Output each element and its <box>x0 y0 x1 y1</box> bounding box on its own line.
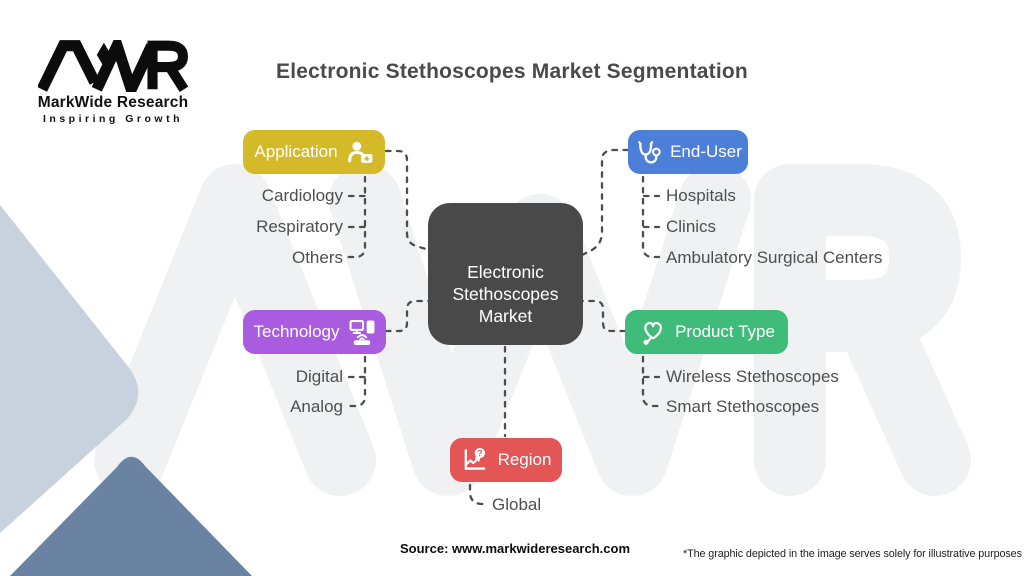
logo-company-name: MarkWide Research <box>37 94 189 111</box>
connector-application-items <box>346 175 367 259</box>
logo-tagline: Inspiring Growth <box>43 113 183 125</box>
segment-pill-technology: Technology <box>243 310 386 354</box>
central-node-line1: Electronic <box>467 262 544 282</box>
item-digital: Digital <box>295 367 343 386</box>
item-smart-stethoscopes: Smart Stethoscopes <box>666 397 820 416</box>
item-ambulatory-surgical-centers: Ambulatory Surgical Centers <box>666 248 883 267</box>
mwr-logo-mark-icon <box>38 40 188 92</box>
segment-pill-producttype: Product Type <box>625 310 788 354</box>
central-node-line3: Market <box>478 306 533 326</box>
segment-pill-region: ? Region <box>450 438 562 482</box>
central-node: Electronic Stethoscopes Market <box>428 203 583 345</box>
item-respiratory: Respiratory <box>256 217 343 236</box>
decorative-light-triangle <box>0 205 139 533</box>
markwide-research-logo: MarkWide Research Inspiring Growth <box>33 40 193 125</box>
disclaimer-text: *The graphic depicted in the image serve… <box>683 548 1022 560</box>
segment-label-region: Region <box>497 450 552 469</box>
connector-region-global <box>468 483 489 506</box>
connector-technology-node <box>384 299 431 333</box>
mwr-watermark <box>94 164 971 496</box>
segment-pill-application: Application <box>243 130 385 174</box>
segment-label-technology: Technology <box>253 322 340 341</box>
stethoscope-icon <box>638 140 661 164</box>
segment-pill-enduser: End-User <box>628 130 748 174</box>
connector-technology-items <box>346 355 367 408</box>
connector-group <box>346 148 661 506</box>
heart-stethoscope-icon <box>643 321 663 345</box>
connector-producttype-node <box>580 299 627 333</box>
svg-text:?: ? <box>477 448 482 458</box>
person-medical-icon <box>347 141 373 163</box>
item-clinics: Clinics <box>666 217 717 236</box>
connector-producttype-items <box>641 355 661 408</box>
item-analog: Analog <box>290 397 343 416</box>
connector-enduser-node <box>580 148 630 257</box>
item-cardiology: Cardiology <box>261 186 343 205</box>
segment-label-enduser: End-User <box>670 142 742 161</box>
segment-label-producttype: Product Type <box>675 322 775 341</box>
chart-question-icon: ? <box>464 447 485 470</box>
connector-application-node <box>384 149 431 252</box>
item-hospitals: Hospitals <box>666 186 736 205</box>
segment-label-application: Application <box>254 142 338 161</box>
page-title: Electronic Stethoscopes Market Segmentat… <box>276 60 748 83</box>
item-wireless-stethoscopes: Wireless Stethoscopes <box>666 367 839 386</box>
central-node-line2: Stethoscopes <box>452 284 559 304</box>
decorative-dark-triangle <box>10 456 252 576</box>
devices-icon <box>349 319 374 345</box>
item-global: Global <box>492 495 542 514</box>
connector-enduser-items <box>641 175 661 259</box>
source-text: Source: www.markwideresearch.com <box>400 541 631 556</box>
item-others: Others <box>291 248 343 267</box>
